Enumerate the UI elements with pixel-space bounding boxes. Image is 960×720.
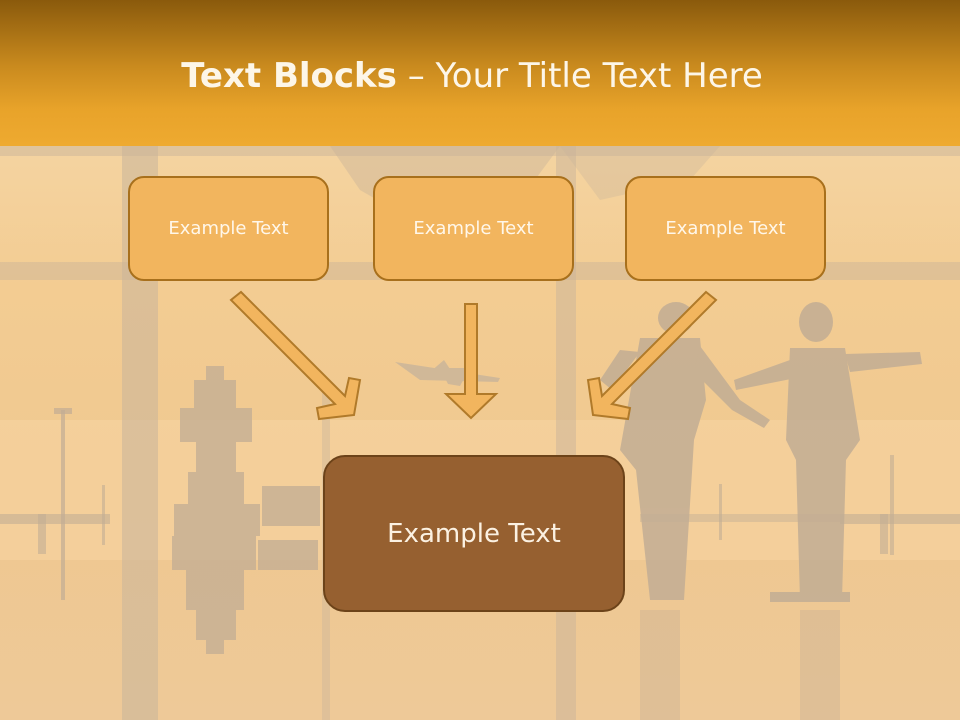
arrow-right-diagonal bbox=[586, 290, 718, 421]
text-block-2: Example Text bbox=[373, 176, 574, 281]
title-bar: Text Blocks – Your Title Text Here bbox=[0, 0, 960, 146]
title-rest-text: Your Title Text Here bbox=[435, 56, 763, 96]
text-block-3-label: Example Text bbox=[665, 218, 786, 239]
title-dash: – bbox=[396, 56, 436, 96]
slide-title: Text Blocks – Your Title Text Here bbox=[0, 54, 944, 98]
text-block-2-label: Example Text bbox=[413, 218, 534, 239]
title-bold-text: Text Blocks bbox=[181, 56, 397, 96]
target-block: Example Text bbox=[323, 455, 625, 612]
text-block-1-label: Example Text bbox=[168, 218, 289, 239]
arrow-center-down bbox=[443, 303, 499, 420]
text-block-1: Example Text bbox=[128, 176, 329, 281]
text-block-3: Example Text bbox=[625, 176, 826, 281]
target-block-label: Example Text bbox=[387, 518, 561, 549]
arrow-left-diagonal bbox=[229, 290, 362, 421]
